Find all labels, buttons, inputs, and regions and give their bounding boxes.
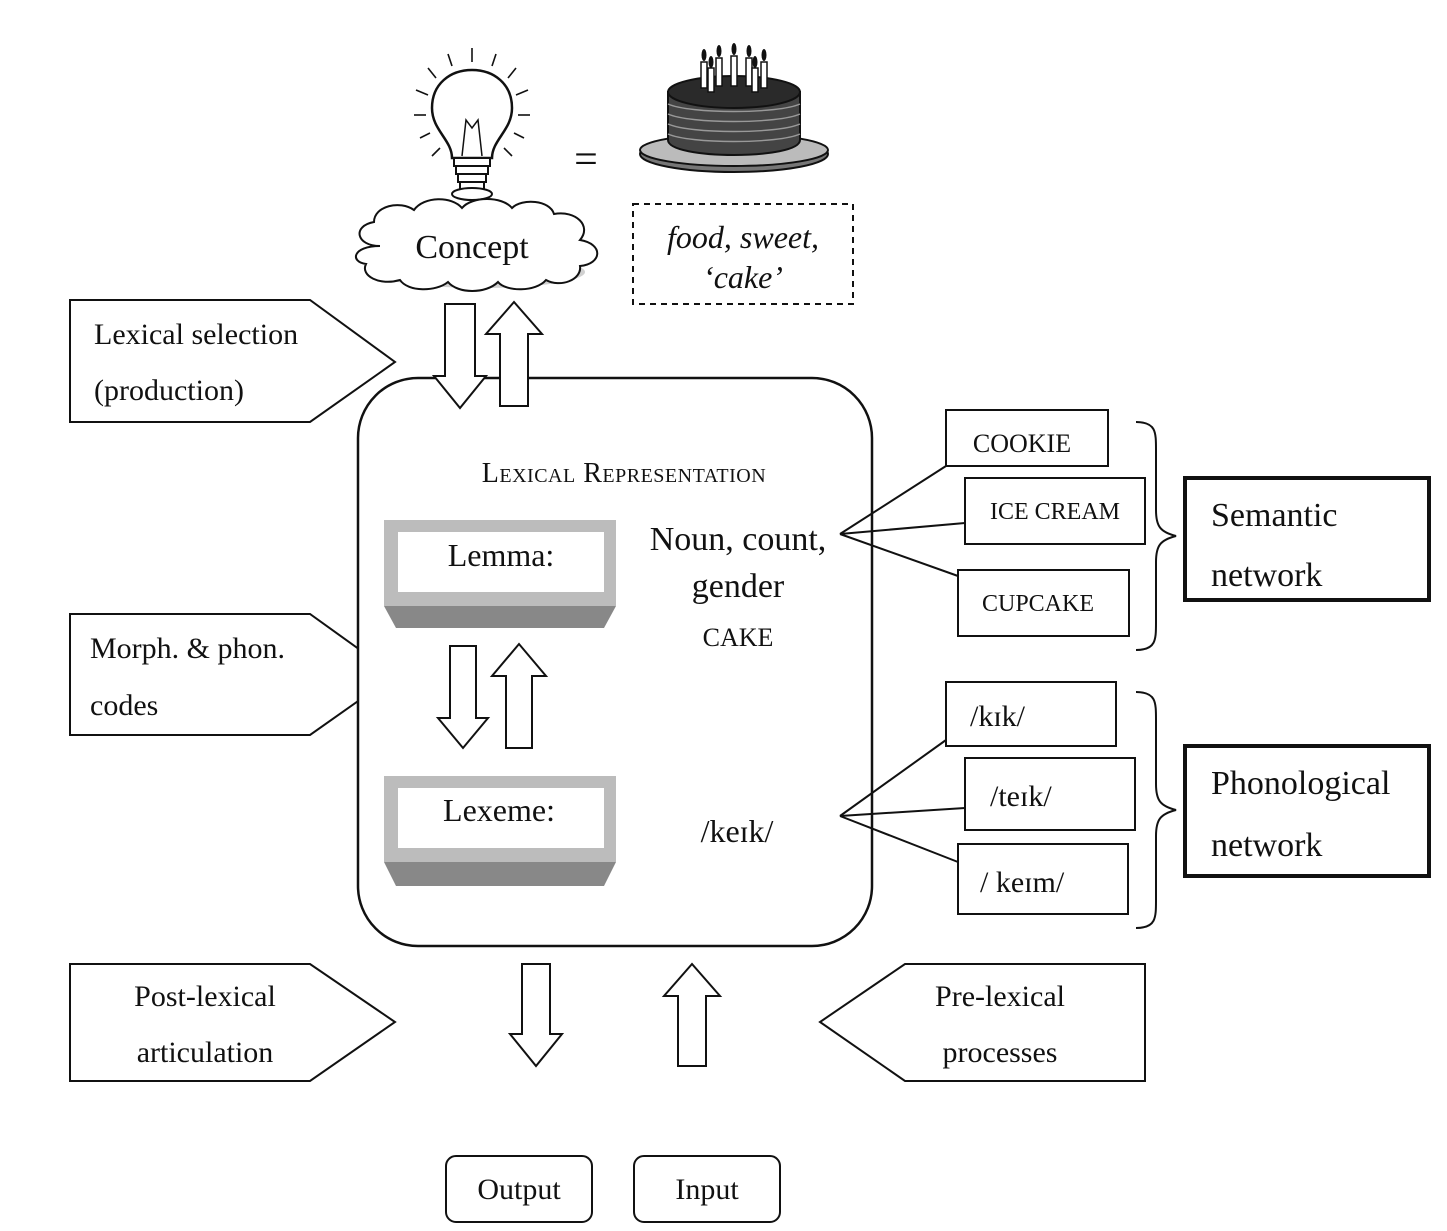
phonological-connector-lines — [839, 739, 966, 863]
arrow-up-from-input — [661, 962, 723, 1067]
phonological-item-2: /teɪk/ — [990, 780, 1052, 813]
arrow-up-lexeme-to-lemma — [489, 642, 549, 749]
phonological-item-box-3 — [957, 843, 1129, 915]
concept-features-line1: food, sweet, — [667, 219, 819, 255]
phonological-network-line2: network — [1211, 827, 1322, 864]
concept-features-box — [632, 203, 854, 305]
pre-lexical-label-box — [818, 963, 1146, 1082]
post-lexical-label-box — [69, 963, 397, 1082]
morph-phon-line1: Morph. & phon. — [90, 632, 285, 665]
semantic-item-box-2 — [964, 477, 1146, 545]
arrow-down-lexical-selection — [431, 303, 489, 410]
semantic-item-1: COOKIE — [973, 429, 1071, 458]
lemma-info-line1: Noun, count, — [650, 521, 827, 558]
semantic-network-line2: network — [1211, 557, 1322, 594]
morph-phon-line2: codes — [90, 689, 158, 722]
pre-lexical-line1: Pre-lexical — [935, 980, 1065, 1013]
semantic-item-box-1 — [945, 409, 1109, 467]
semantic-network-box — [1183, 476, 1431, 602]
phonological-item-1: /kɪk/ — [970, 700, 1026, 733]
equals-sign: = — [574, 137, 598, 183]
phonological-item-3: / keɪm/ — [980, 866, 1065, 899]
phonological-network-box — [1183, 744, 1431, 878]
phonological-item-box-1 — [945, 681, 1117, 747]
phonological-brace — [1135, 691, 1177, 929]
lexical-selection-line2: (production) — [94, 374, 244, 407]
cake-icon — [639, 43, 829, 173]
post-lexical-line1: Post-lexical — [134, 980, 276, 1013]
concept-cloud — [355, 198, 599, 292]
lemma-box — [384, 520, 616, 628]
arrow-down-lemma-to-lexeme — [435, 645, 491, 750]
semantic-network-line1: Semantic — [1211, 497, 1338, 534]
lexeme-box — [384, 776, 616, 886]
phonological-network-line1: Phonological — [1211, 765, 1390, 802]
lexical-selection-label-box — [69, 299, 397, 423]
lexeme-info: /keɪk/ — [701, 813, 774, 849]
lexeme-label: Lexeme: — [443, 792, 555, 828]
lightbulb-icon — [414, 48, 530, 201]
semantic-item-2: ICE CREAM — [990, 499, 1120, 525]
semantic-connector-lines — [839, 465, 966, 577]
semantic-item-3: CUPCAKE — [982, 591, 1094, 617]
pre-lexical-line2: processes — [943, 1036, 1058, 1069]
lemma-info-line3: CAKE — [703, 623, 774, 652]
arrow-up-to-concept — [483, 300, 545, 407]
lexical-representation-title: Lexical Representation — [482, 458, 766, 489]
output-box — [445, 1155, 593, 1223]
lexical-selection-line1: Lexical selection — [94, 318, 298, 351]
input-label: Input — [675, 1173, 739, 1206]
output-label: Output — [477, 1173, 561, 1206]
lemma-label: Lemma: — [448, 537, 555, 573]
concept-features-line2: ‘cake’ — [703, 259, 783, 295]
morph-phon-label-box — [69, 613, 397, 736]
input-box — [633, 1155, 781, 1223]
lemma-info-line2: gender — [692, 568, 785, 605]
semantic-brace — [1135, 421, 1177, 651]
post-lexical-line2: articulation — [137, 1036, 274, 1069]
semantic-item-box-3 — [957, 569, 1130, 637]
phonological-item-box-2 — [964, 757, 1136, 831]
arrow-down-to-output — [507, 963, 565, 1068]
concept-label: Concept — [415, 229, 529, 266]
